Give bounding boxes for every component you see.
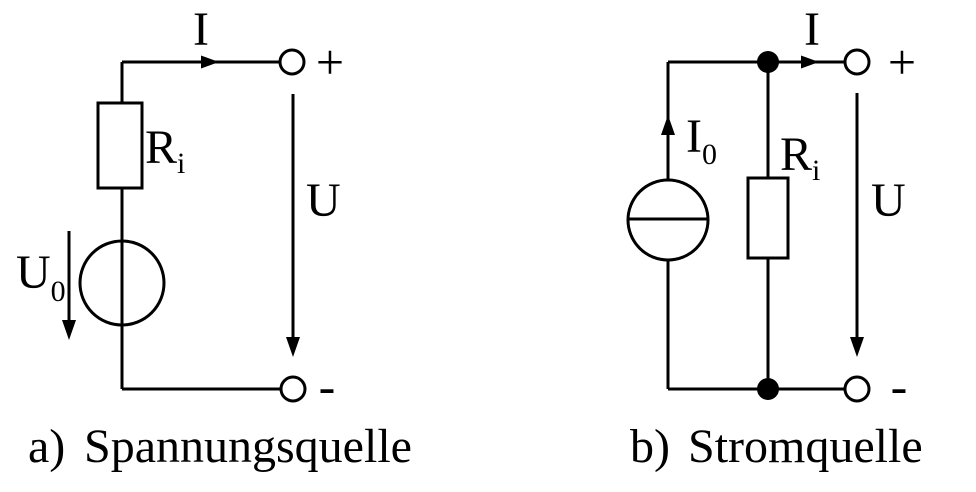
caption-title-a: Spannungsquelle xyxy=(84,420,412,473)
junction-node-top xyxy=(757,51,779,73)
terminal-negative-b xyxy=(843,375,871,403)
terminal-voltage-label-b: U xyxy=(871,174,906,227)
junction-node-bottom xyxy=(757,378,779,400)
current-label-b: I xyxy=(804,3,820,56)
source-voltage-label-main: U xyxy=(16,246,51,299)
caption-prefix-b: b) xyxy=(630,420,670,473)
terminal-voltage-arrowhead-b xyxy=(850,337,864,357)
caption-title-b: Stromquelle xyxy=(688,420,923,473)
resistor-body-b xyxy=(746,176,790,260)
resistor-label-main-a: R xyxy=(145,121,177,174)
resistor-label-main-b: R xyxy=(780,128,812,181)
resistor-label-sub-a: i xyxy=(177,147,185,180)
plus-label-a: + xyxy=(316,34,344,90)
minus-label-a: - xyxy=(319,358,336,414)
resistor-label-b: Ri xyxy=(780,128,820,187)
circuit-a-spannungsquelle: I Ri U0 + - U a) Spannungsquelle xyxy=(16,3,412,473)
minus-label-b: - xyxy=(891,358,908,414)
source-voltage-label-sub: 0 xyxy=(51,275,66,308)
source-current-label-main: I xyxy=(686,110,702,163)
current-arrowhead-a xyxy=(201,55,219,69)
circuit-b-stromquelle: I0 Ri I + - U b) Stromquelle xyxy=(626,3,923,473)
current-label-a: I xyxy=(193,3,209,56)
resistor-body-a xyxy=(96,101,144,190)
source-current-label: I0 xyxy=(686,110,717,171)
terminal-positive-b xyxy=(843,48,871,76)
resistor-label-sub-b: i xyxy=(812,154,820,187)
terminal-voltage-label-a: U xyxy=(306,174,341,227)
terminal-positive-a xyxy=(278,48,306,76)
terminal-voltage-arrowhead-a xyxy=(286,337,300,357)
source-current-arrowhead xyxy=(661,115,675,135)
resistor-label-a: Ri xyxy=(145,121,185,180)
source-current-label-sub: 0 xyxy=(702,138,717,171)
voltage-source-symbol xyxy=(78,239,166,327)
source-voltage-arrowhead xyxy=(62,320,76,340)
terminal-negative-a xyxy=(279,375,307,403)
current-arrowhead-b xyxy=(801,55,819,69)
caption-prefix-a: a) xyxy=(28,420,65,473)
plus-label-b: + xyxy=(888,34,916,90)
source-voltage-label: U0 xyxy=(16,246,66,308)
